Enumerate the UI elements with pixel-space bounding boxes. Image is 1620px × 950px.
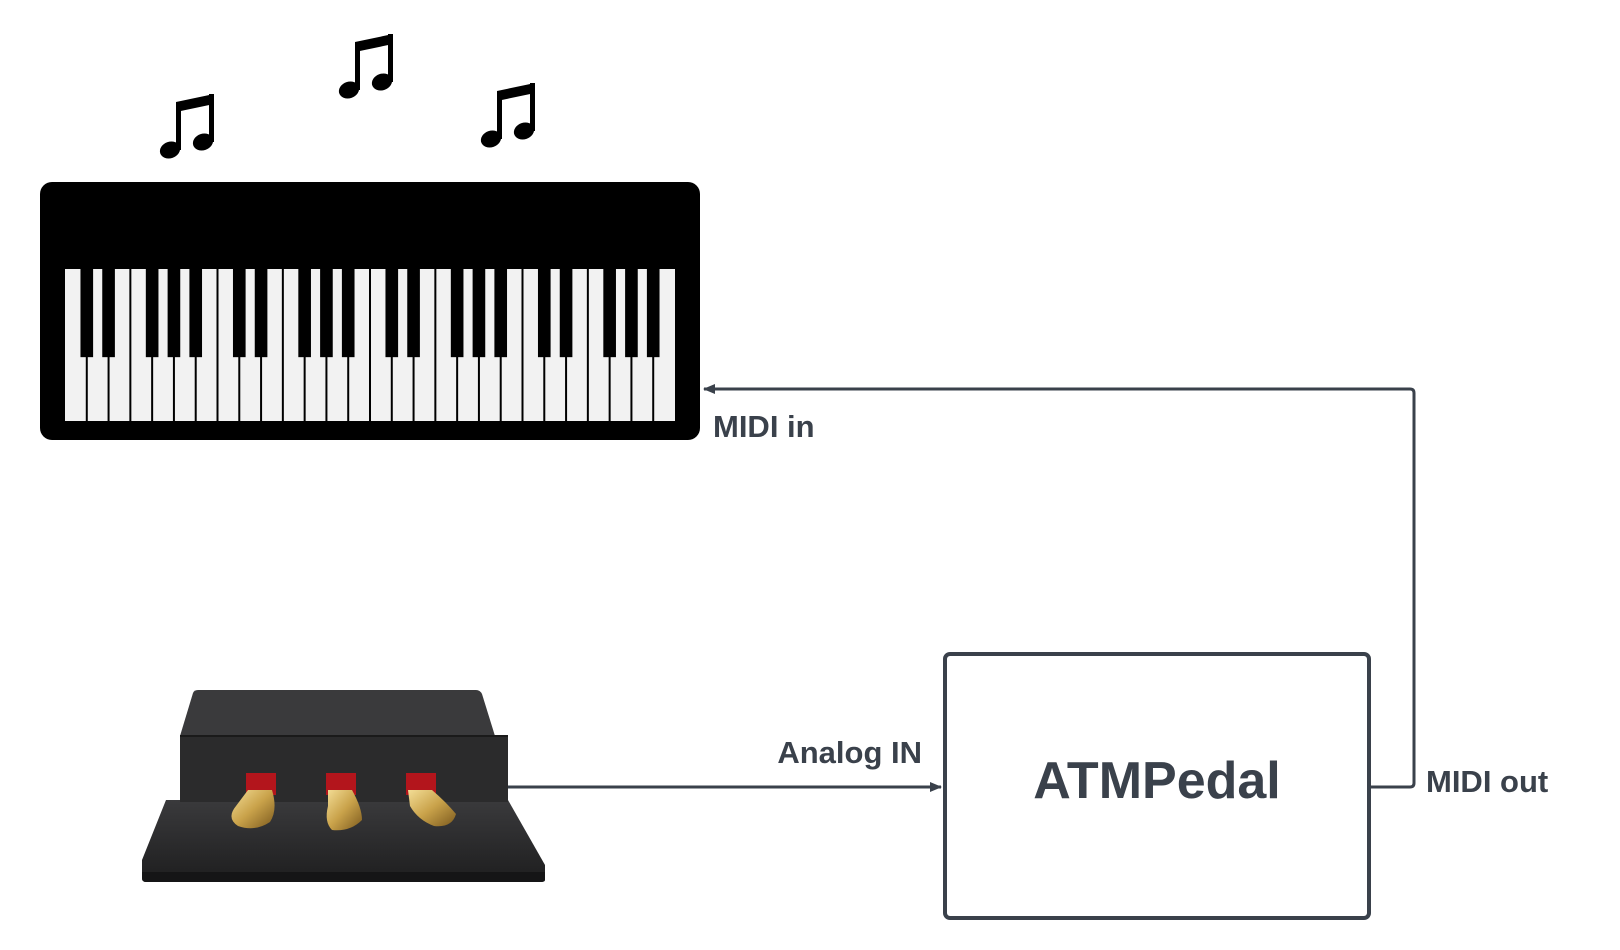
black-key xyxy=(450,269,464,358)
black-key xyxy=(254,269,268,358)
black-key xyxy=(80,269,94,358)
midi-out-label: MIDI out xyxy=(1426,764,1548,799)
edge-analog-in: Analog IN xyxy=(508,735,942,792)
pedal-left xyxy=(231,773,276,829)
black-key xyxy=(298,269,311,358)
black-key xyxy=(472,269,486,358)
black-key xyxy=(102,269,115,358)
black-key xyxy=(320,269,333,358)
piano-keyboard-icon xyxy=(40,182,700,440)
music-note-icon xyxy=(480,83,535,148)
black-key xyxy=(494,269,508,358)
black-key xyxy=(145,269,159,358)
black-key xyxy=(232,269,246,358)
black-key xyxy=(537,269,551,358)
analog-in-label: Analog IN xyxy=(777,735,922,770)
music-note-icon xyxy=(338,34,393,99)
atmpedal-box: ATMPedal xyxy=(943,652,1371,920)
midi-in-label: MIDI in xyxy=(713,409,815,444)
music-note-icon xyxy=(159,94,214,159)
black-key xyxy=(559,269,573,358)
black-key xyxy=(625,269,638,358)
pedal-right xyxy=(406,773,456,827)
black-keys xyxy=(80,269,660,358)
black-key xyxy=(167,269,181,358)
atmpedal-label: ATMPedal xyxy=(1033,752,1281,810)
edge-midi: MIDI out MIDI in xyxy=(703,384,1548,799)
pedal-middle xyxy=(326,773,362,831)
black-key xyxy=(385,269,399,358)
black-key xyxy=(603,269,616,358)
piano-pedal-unit-icon xyxy=(142,690,545,882)
black-key xyxy=(189,269,203,358)
black-key xyxy=(341,269,355,358)
music-notes xyxy=(159,34,535,159)
black-key xyxy=(407,269,420,358)
black-key xyxy=(646,269,660,358)
